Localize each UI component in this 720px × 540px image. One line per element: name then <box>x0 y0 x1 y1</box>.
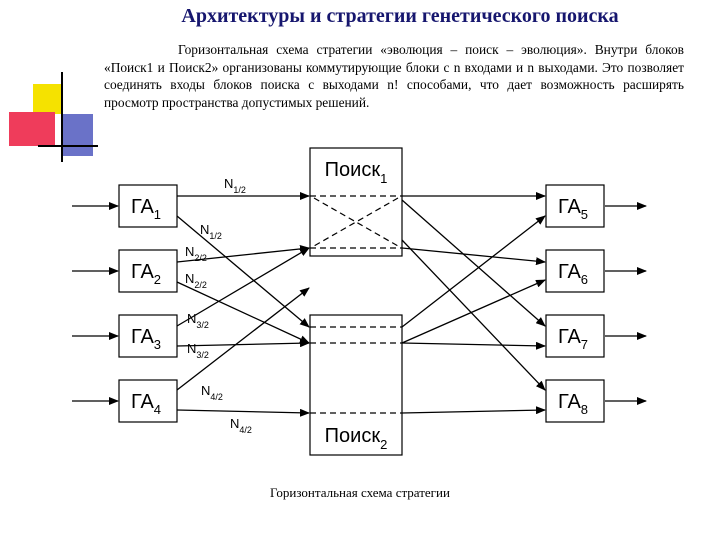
n-label-7-name: N <box>201 383 210 398</box>
arrow-ga2-search2 <box>176 281 310 344</box>
ga8-sub: 8 <box>581 402 588 417</box>
n-label-4-name: N <box>185 271 194 286</box>
search1-sub: 1 <box>380 171 387 186</box>
arrow-ga1-search2 <box>176 215 310 328</box>
slide-title: Архитектуры и стратегии генетического по… <box>181 5 619 27</box>
n-label-1: N1/2 <box>224 176 246 195</box>
n-label-6: N3/2 <box>187 341 209 360</box>
ga7-label: ГА7 <box>558 326 588 352</box>
ga2-sub: 2 <box>154 272 161 287</box>
ga5-name: ГА <box>558 196 581 218</box>
ga3-name: ГА <box>131 326 154 348</box>
search2-label: Поиск2 <box>325 425 388 452</box>
ga2-label: ГА2 <box>131 261 161 287</box>
decor-horizontal-line <box>38 145 98 147</box>
ga4-name: ГА <box>131 391 154 413</box>
ga3-box <box>118 314 178 358</box>
ga2-box <box>118 249 178 293</box>
ga7-name: ГА <box>558 326 581 348</box>
search2-block <box>309 314 403 456</box>
slide-paragraph: Горизонтальная схема стратегии «эволюция… <box>104 41 684 111</box>
n-label-8-sub: 4/2 <box>239 425 252 435</box>
decor-blue-square <box>63 114 93 156</box>
arrow-ga3-search2 <box>176 339 310 348</box>
ga6-label: ГА6 <box>558 261 588 287</box>
ga4-box <box>118 379 178 423</box>
figure-caption: Горизонтальная схема стратегии <box>270 485 450 500</box>
n-label-5-sub: 3/2 <box>196 320 209 330</box>
n-label-1-sub: 1/2 <box>233 185 246 195</box>
ga3-sub: 3 <box>154 337 161 352</box>
search1-cross-a <box>313 197 399 247</box>
search1-block <box>309 147 403 257</box>
n-label-7: N4/2 <box>201 383 223 402</box>
arrow-ga4-search2 <box>176 408 310 417</box>
arrow-search1-ga8 <box>401 239 546 391</box>
arrow-ga2-search1 <box>176 244 310 263</box>
ga1-label: ГА1 <box>131 196 161 222</box>
search2-sub: 2 <box>380 437 387 452</box>
arrow-ga3-search1 <box>176 247 310 327</box>
n-label-6-name: N <box>187 341 196 356</box>
ga4-sub: 4 <box>154 402 161 417</box>
n-label-5-name: N <box>187 311 196 326</box>
n-label-2-name: N <box>200 222 209 237</box>
ga7-sub: 7 <box>581 337 588 352</box>
ga5-box <box>545 184 605 228</box>
n-label-7-sub: 4/2 <box>210 392 223 402</box>
ga5-sub: 5 <box>581 207 588 222</box>
n-label-3: N2/2 <box>185 244 207 263</box>
ga8-box <box>545 379 605 423</box>
ga5-label: ГА5 <box>558 196 588 222</box>
n-label-8: N4/2 <box>230 416 252 435</box>
ga3-label: ГА3 <box>131 326 161 352</box>
ga1-sub: 1 <box>154 207 161 222</box>
ga7-box <box>545 314 605 358</box>
search1-name: Поиск <box>325 159 381 181</box>
arrow-search2-ga6 <box>401 279 546 344</box>
n-label-8-name: N <box>230 416 239 431</box>
ga4-label: ГА4 <box>131 391 161 417</box>
n-labels: N1/2 N1/2 N2/2 N2/2 N3/2 N3/2 N4/2 N4/2 <box>185 176 252 435</box>
paragraph-text: Горизонтальная схема стратегии «эволюция… <box>104 42 684 110</box>
n-label-3-name: N <box>185 244 194 259</box>
ga8-label: ГА8 <box>558 391 588 417</box>
ga6-name: ГА <box>558 261 581 283</box>
search2-name: Поиск <box>325 425 381 447</box>
arrow-search1-ga7 <box>401 199 546 327</box>
search1-cross-b <box>313 197 399 247</box>
ga1-name: ГА <box>131 196 154 218</box>
n-label-2-sub: 1/2 <box>209 231 222 241</box>
decor-vertical-line <box>61 72 63 162</box>
n-label-3-sub: 2/2 <box>194 253 207 263</box>
n-label-4-sub: 2/2 <box>194 280 207 290</box>
n-label-1-name: N <box>224 176 233 191</box>
arrow-search2-ga8 <box>401 406 546 415</box>
arrow-ga4-search1 <box>176 287 310 391</box>
arrow-search2-ga7 <box>401 341 546 350</box>
ga6-sub: 6 <box>581 272 588 287</box>
n-label-2: N1/2 <box>200 222 222 241</box>
commutation-lines <box>310 195 402 414</box>
ga8-name: ГА <box>558 391 581 413</box>
decor-yellow-square <box>33 84 63 114</box>
search1-label: Поиск1 <box>325 159 388 186</box>
n-label-4: N2/2 <box>185 271 207 290</box>
connection-arrows <box>72 192 647 417</box>
decor-red-square <box>9 112 55 146</box>
n-label-6-sub: 3/2 <box>196 350 209 360</box>
ga1-box <box>118 184 178 228</box>
ga6-box <box>545 249 605 293</box>
arrow-search2-ga5 <box>401 215 546 328</box>
ga2-name: ГА <box>131 261 154 283</box>
n-label-5: N3/2 <box>187 311 209 330</box>
arrow-search1-ga6 <box>401 247 546 266</box>
